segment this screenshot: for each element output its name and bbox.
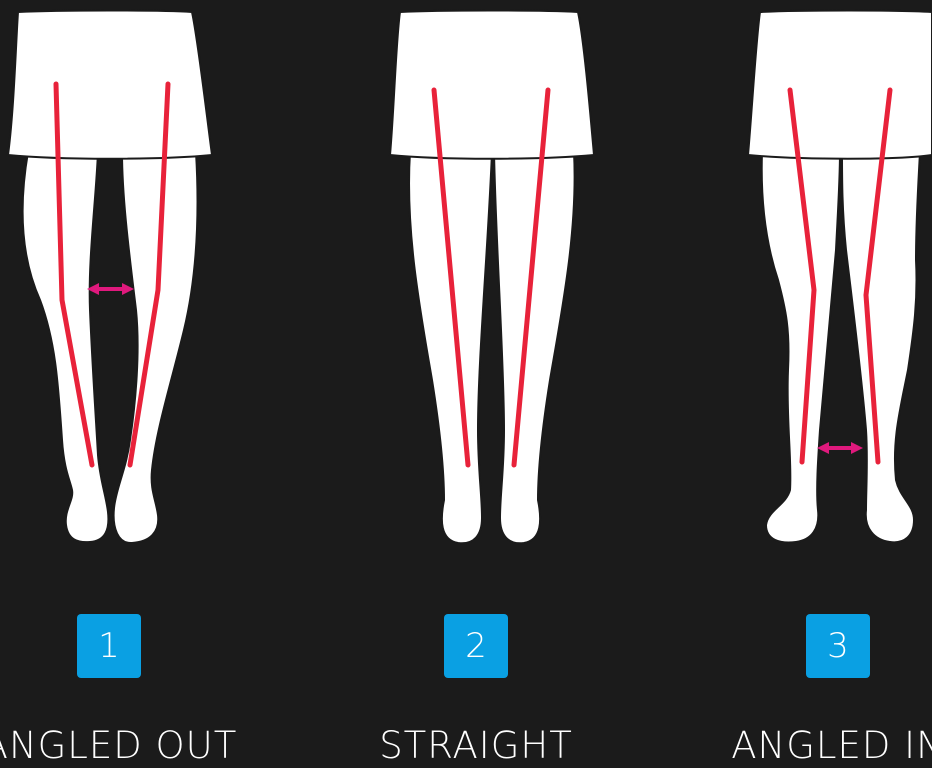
figure-straight — [390, 11, 594, 544]
figure-angled-out — [8, 11, 212, 544]
left-leg — [409, 152, 492, 543]
panel-number-badge-3: 3 — [806, 614, 870, 678]
right-leg — [494, 152, 575, 543]
skirt — [390, 11, 594, 159]
skirt — [748, 11, 932, 159]
left-leg — [762, 152, 840, 542]
figure-angled-in — [748, 11, 932, 543]
skirt — [8, 11, 212, 159]
right-leg — [114, 152, 198, 543]
panel-label-3: ANGLED IN — [688, 724, 932, 768]
panel-number-badge-2: 2 — [444, 614, 508, 678]
panel-label-1: ANGLED OUT — [0, 724, 260, 768]
right-leg — [842, 152, 920, 542]
panel-label-2: STRAIGHT — [326, 724, 626, 768]
panel-number-badge-1: 1 — [77, 614, 141, 678]
left-leg — [23, 152, 109, 542]
